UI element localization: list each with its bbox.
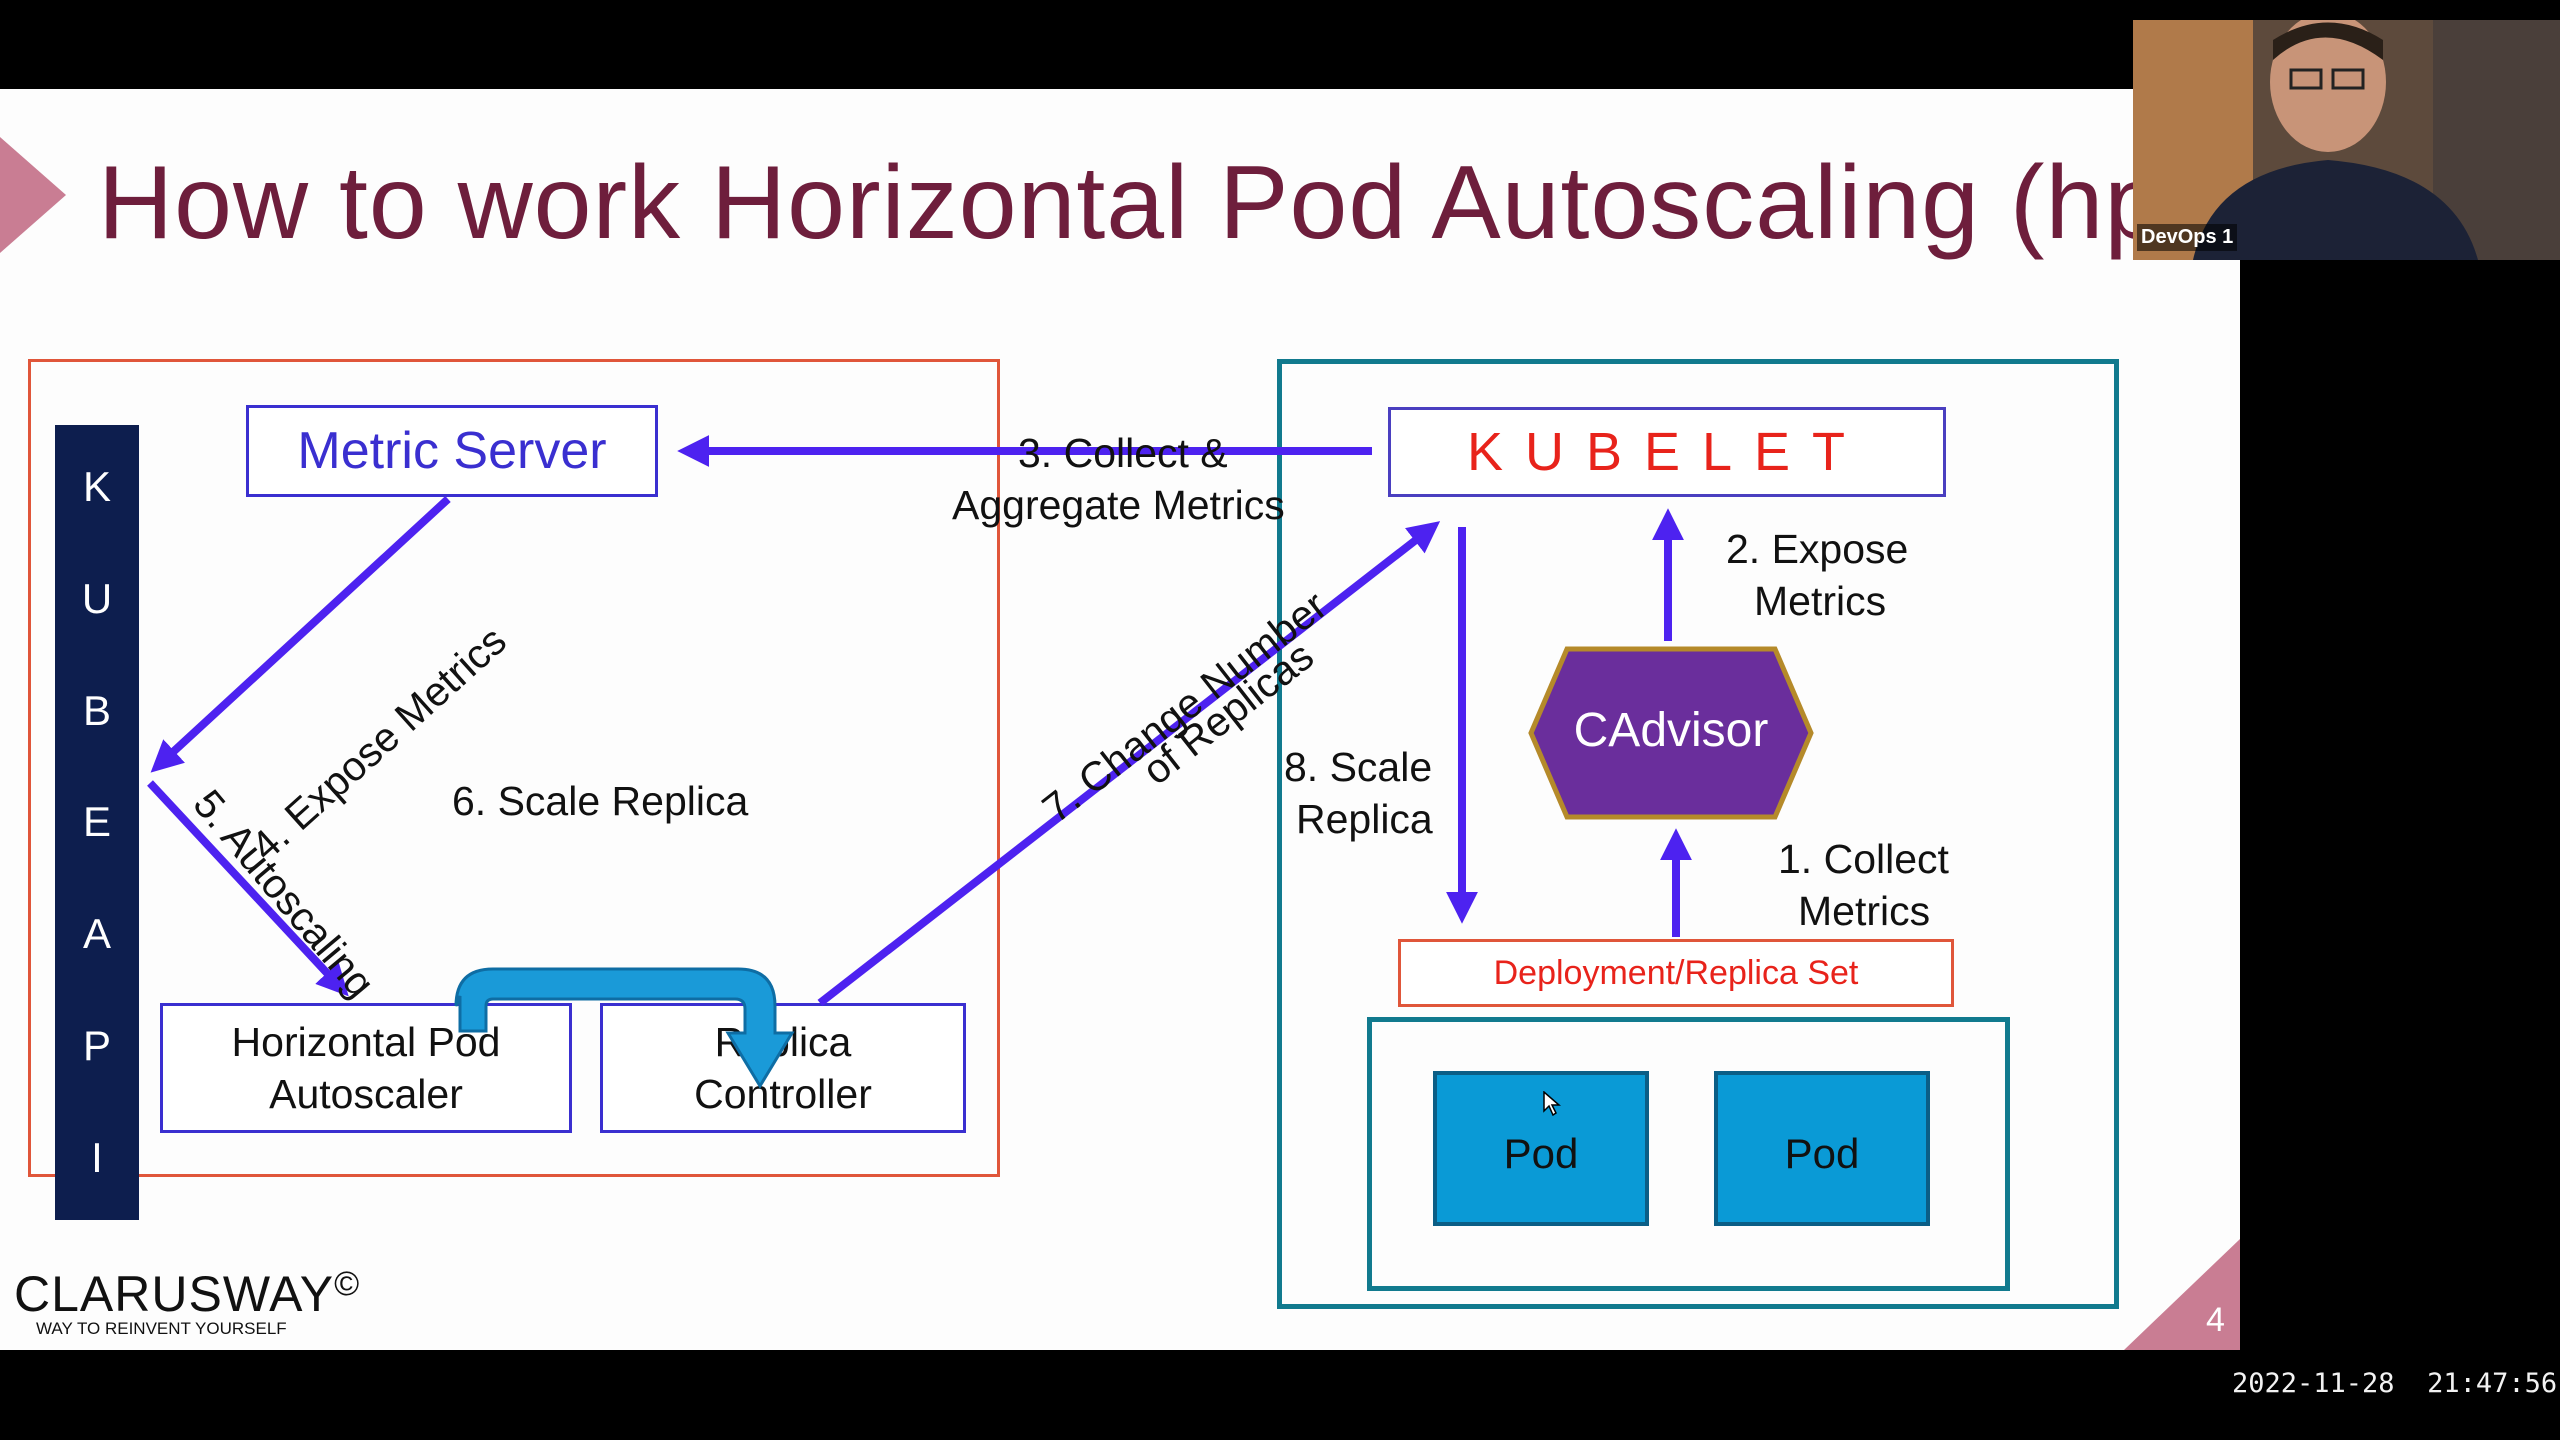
step8-label-line2: Replica	[1296, 796, 1433, 842]
scale-replica-curved-arrow	[454, 967, 795, 1089]
participant-video[interactable]: DevOps 1	[2133, 20, 2560, 260]
kube-api-letter: E	[82, 798, 111, 846]
arrow-expose-metrics-to-api	[150, 496, 451, 773]
pods-frame	[1367, 1017, 2010, 1291]
pod-box: Pod	[1714, 1071, 1930, 1226]
cadvisor-hexagon	[1528, 646, 1814, 820]
kube-api-letter: U	[81, 574, 113, 622]
control-plane-frame	[28, 359, 1000, 1177]
cadvisor-label: CAdvisor	[1573, 704, 1769, 757]
pod-label: Pod	[1503, 1129, 1579, 1177]
step6-label: 6. Scale Replica	[452, 778, 749, 824]
kubelet-box: KUBELET	[1388, 407, 1946, 497]
kube-api-letter: B	[82, 686, 111, 734]
hpa-label-line1: Horizontal Pod	[231, 1019, 501, 1065]
slide-title: How to work Horizontal Pod Autoscaling (…	[98, 145, 2240, 261]
kubelet-label: KUBELET	[1466, 422, 1868, 482]
replica-controller-line2: Controller	[694, 1071, 872, 1117]
deployment-box: Deployment/Replica Set	[1398, 939, 1954, 1007]
step1-label-line1: 1. Collect	[1778, 836, 1949, 882]
pod-label: Pod	[1784, 1129, 1860, 1177]
pod-box: Pod	[1433, 1071, 1649, 1226]
step2-label-line2: Metrics	[1754, 578, 1887, 624]
recording-timestamp: 2022-11-28 21:47:56	[2232, 1368, 2558, 1399]
hpa-label-line2: Autoscaler	[269, 1071, 463, 1117]
corner-decoration	[2124, 1239, 2240, 1350]
kube-api-letter: K	[82, 462, 111, 510]
logo-name: CLARUSWAY	[14, 1266, 335, 1322]
worker-node-frame	[1277, 359, 2119, 1309]
kube-api-letter: A	[82, 910, 111, 958]
step2-label-line1: 2. Expose	[1726, 526, 1909, 572]
diagram-arrows	[147, 435, 1692, 1089]
logo-tagline: WAY TO REINVENT YOURSELF	[36, 1319, 287, 1338]
hpa-box: Horizontal Pod Autoscaler	[160, 1003, 572, 1133]
replica-controller-box: Replica Controller	[600, 1003, 966, 1133]
page-number: 4	[2206, 1301, 2225, 1339]
participant-name: DevOps 1	[2137, 224, 2238, 251]
kube-api-bar: K U B E A P I	[55, 425, 139, 1220]
step3-label-line2: Aggregate Metrics	[952, 482, 1285, 528]
metric-server-box: Metric Server	[246, 405, 658, 497]
metric-server-label: Metric Server	[297, 422, 607, 480]
presentation-slide: How to work Horizontal Pod Autoscaling (…	[0, 89, 2240, 1350]
participant-video-frame	[2133, 20, 2560, 260]
step3-label-line1: 3. Collect &	[1018, 430, 1228, 476]
kube-api-letter: P	[82, 1022, 111, 1070]
mouse-pointer-icon	[1543, 1091, 1561, 1117]
clarusway-logo: CLARUSWAY© WAY TO REINVENT YOURSELF	[14, 1265, 359, 1339]
logo-symbol: ©	[334, 1265, 360, 1303]
arrow-autoscaling	[147, 780, 349, 997]
step1-label-line2: Metrics	[1798, 888, 1931, 934]
arrow-change-replicas	[817, 521, 1441, 1007]
title-marker-icon	[0, 137, 66, 253]
deployment-label: Deployment/Replica Set	[1493, 953, 1859, 992]
step8-label-line1: 8. Scale	[1284, 744, 1433, 790]
kube-api-letter: I	[91, 1133, 103, 1181]
